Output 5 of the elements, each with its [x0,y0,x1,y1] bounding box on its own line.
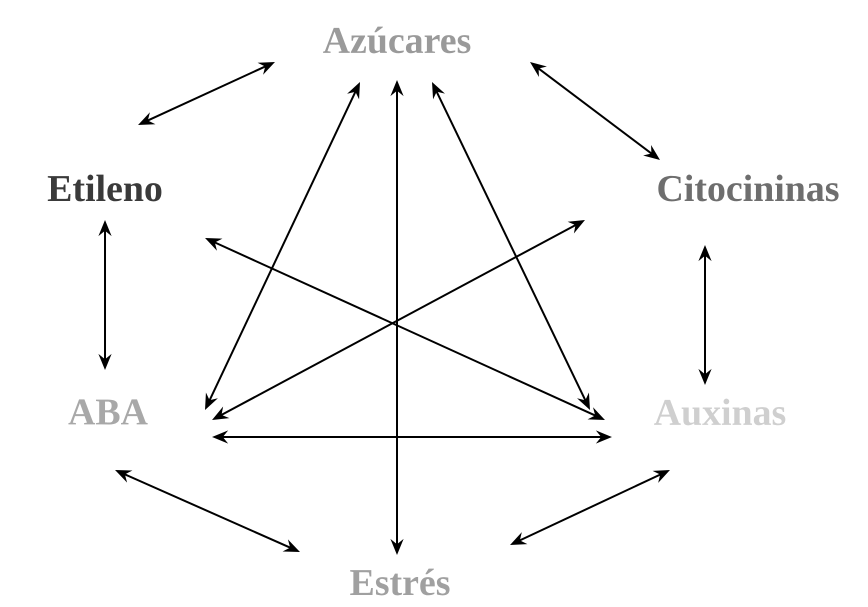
node-label: Estrés [350,568,450,596]
node-label: Etileno [48,174,162,202]
node-label: Citocininas [658,174,839,202]
node-label: ABA [68,399,148,425]
node-label: Azúcares [323,26,470,54]
